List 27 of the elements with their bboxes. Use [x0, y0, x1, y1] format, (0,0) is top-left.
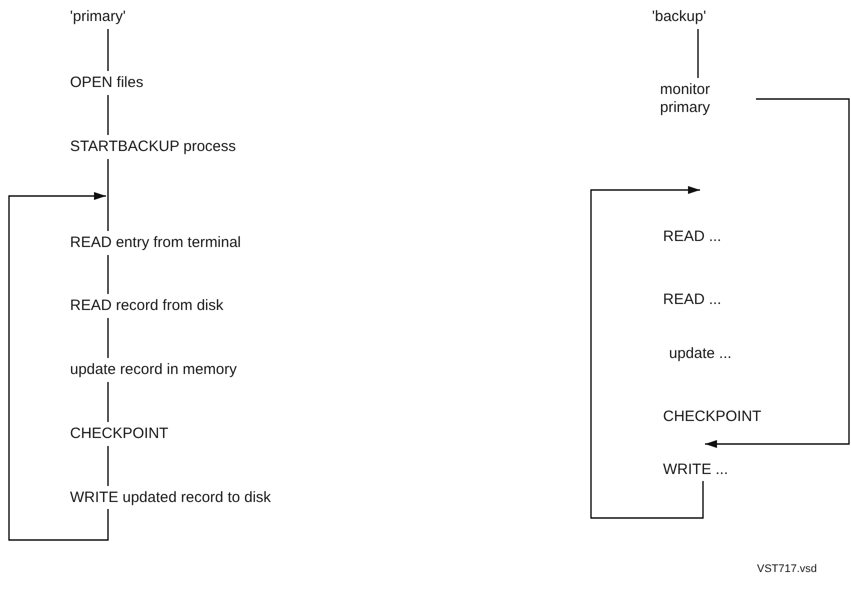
connector-line [107, 95, 109, 135]
arrow [705, 98, 850, 448]
connector-line [107, 446, 109, 486]
connector-line [107, 318, 109, 358]
step-text: CHECKPOINT [663, 408, 762, 426]
connector-line [107, 255, 109, 294]
step-text: update ... [669, 345, 732, 363]
connector-line [107, 159, 109, 231]
step-text: READ ... [663, 291, 722, 309]
step-text: update record in memory [70, 361, 237, 379]
arrow [8, 192, 109, 541]
connector-line [697, 29, 699, 78]
step-text: WRITE updated record to disk [70, 489, 271, 507]
connector-line [107, 29, 109, 71]
step-text: STARTBACKUP process [70, 138, 236, 156]
arrow [590, 186, 704, 519]
file-name-label: VST717.vsd [757, 563, 817, 575]
step-text: READ entry from terminal [70, 234, 241, 252]
step-text: 'primary' [70, 8, 126, 26]
step-text: WRITE ... [663, 461, 728, 479]
connector-line [107, 382, 109, 422]
step-text: READ record from disk [70, 297, 224, 315]
step-text: 'backup' [652, 8, 706, 26]
step-text: READ ... [663, 228, 722, 246]
step-text: monitor primary [660, 81, 756, 117]
step-text: OPEN files [70, 74, 144, 92]
step-text: CHECKPOINT [70, 425, 168, 443]
